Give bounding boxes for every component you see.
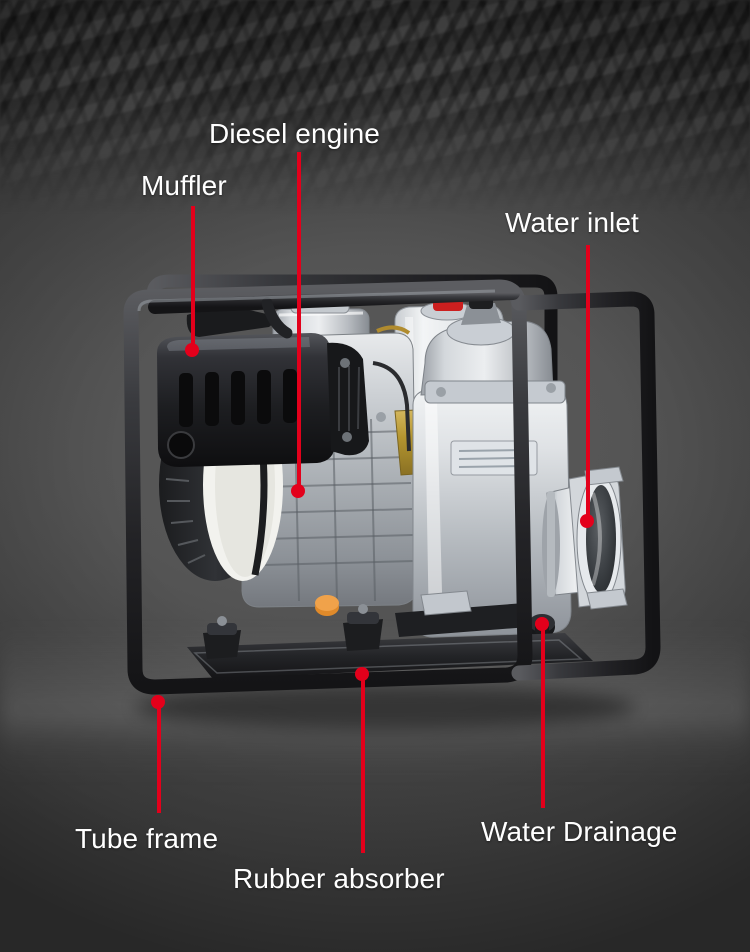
fuel-line xyxy=(376,325,411,335)
leader-dot-tube-frame xyxy=(151,695,165,709)
leader-dot-water-drainage xyxy=(535,617,549,631)
leader-line-rubber-absorber xyxy=(361,673,365,853)
frame-front xyxy=(123,279,661,695)
heat-shield-ribs xyxy=(338,366,360,431)
rubber-absorber-front xyxy=(203,616,241,659)
throttle-linkage xyxy=(372,361,411,452)
leader-line-water-inlet xyxy=(586,245,590,522)
leader-dot-water-inlet xyxy=(580,514,594,528)
muffler-top-guard xyxy=(186,307,274,337)
callout-label-water-inlet: Water inlet xyxy=(505,207,639,238)
pump-assembly xyxy=(157,295,628,679)
callout-label-rubber-absorber: Rubber absorber xyxy=(233,863,445,894)
water-inlet-port xyxy=(542,466,628,610)
callout-label-tube-frame: Tube frame xyxy=(75,823,219,854)
frame-back xyxy=(146,274,558,512)
port-opening-inner xyxy=(586,485,616,593)
callout-label-water-drainage: Water Drainage xyxy=(481,816,678,847)
rubber-absorber-center xyxy=(343,604,383,651)
leader-line-water-drainage xyxy=(541,623,545,808)
muffler-outlet xyxy=(167,431,195,459)
port-lug-bottom xyxy=(586,588,628,610)
muffler xyxy=(157,307,369,467)
pump-flange xyxy=(424,380,566,404)
base-bracket xyxy=(420,590,472,616)
leader-dot-rubber-absorber xyxy=(355,667,369,681)
callout-label-muffler: Muffler xyxy=(141,170,227,201)
base-plate xyxy=(187,633,593,679)
factory-photo-backdrop xyxy=(0,0,750,215)
product-ground-shadow xyxy=(135,685,635,729)
frame-highlight xyxy=(137,289,496,312)
leader-dot-muffler xyxy=(185,343,199,357)
callout-label-diesel-engine: Diesel engine xyxy=(209,118,380,149)
oil-drain-knob xyxy=(315,595,339,616)
leader-line-diesel-engine xyxy=(297,152,301,492)
water-pump-product-image xyxy=(95,255,661,729)
leader-dot-diesel-engine xyxy=(291,484,305,498)
leader-line-tube-frame xyxy=(157,701,161,813)
muffler-vents xyxy=(179,369,297,427)
leader-line-muffler xyxy=(191,206,195,351)
